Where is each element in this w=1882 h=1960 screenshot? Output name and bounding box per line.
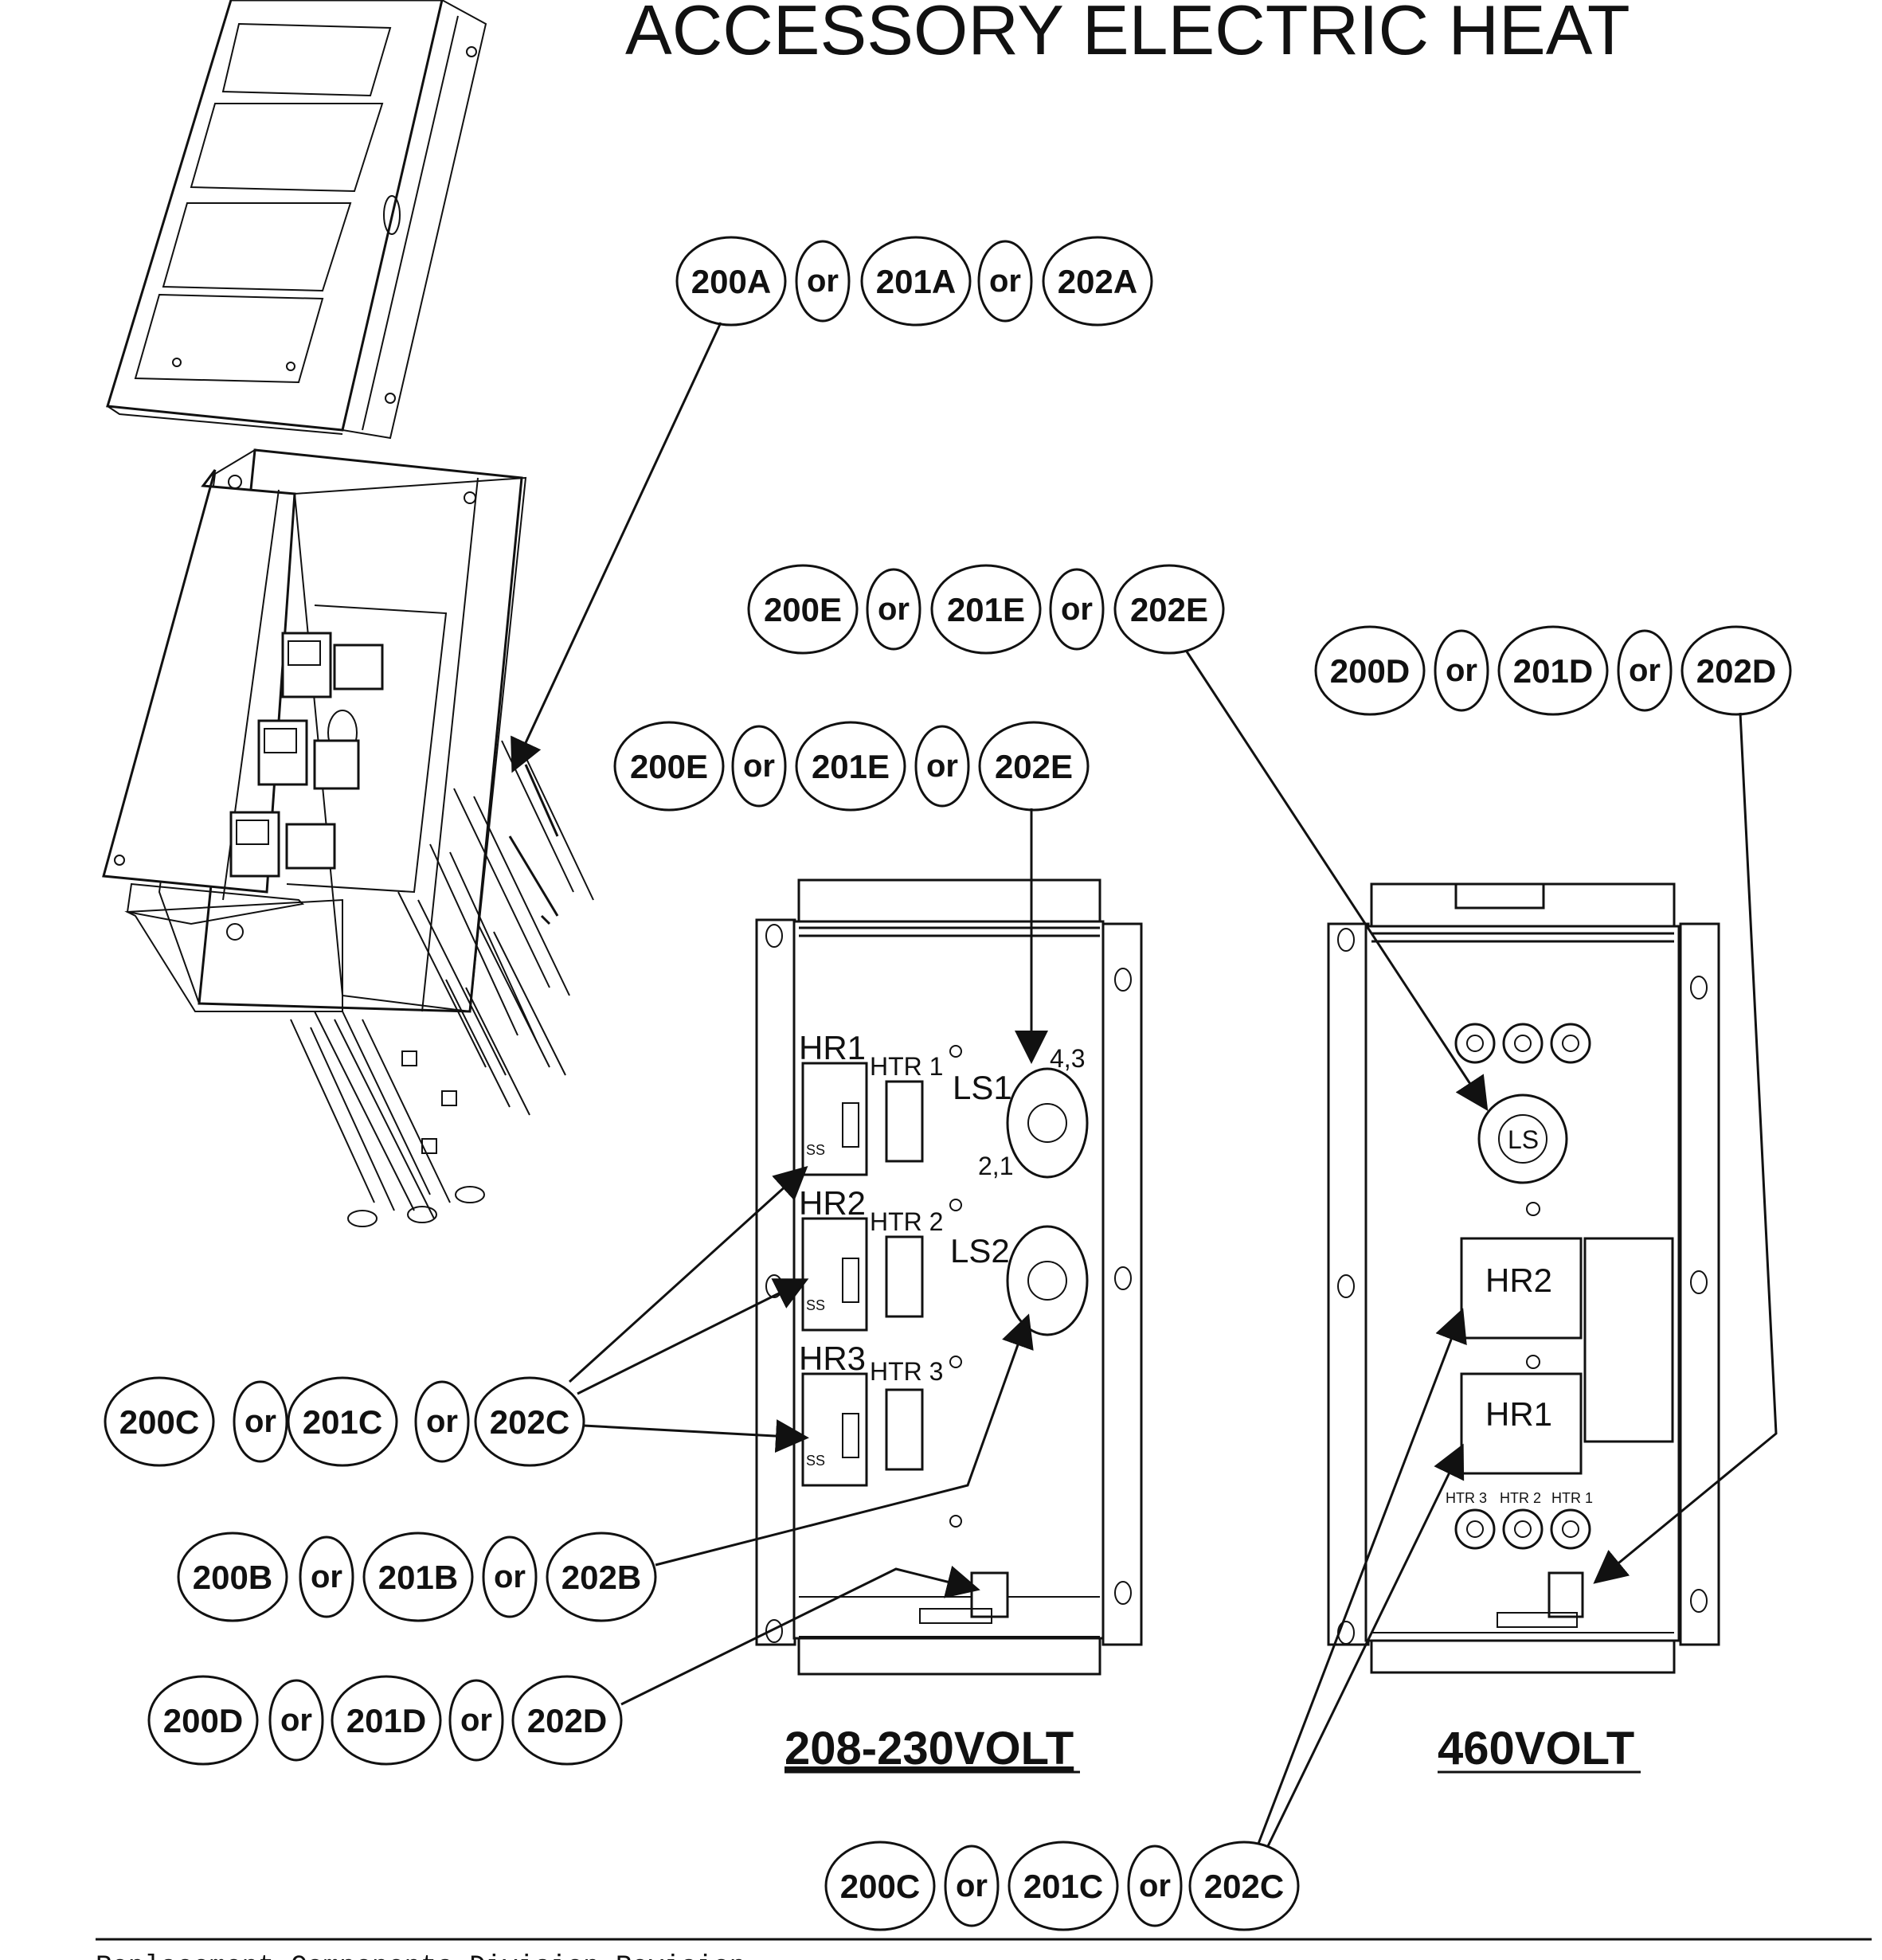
callout-200e: 200E xyxy=(764,591,842,628)
svg-text:SS: SS xyxy=(806,1297,825,1313)
callout-200b: 200B xyxy=(193,1559,272,1596)
callout-201d: 201D xyxy=(1513,652,1593,690)
or-label: or xyxy=(1446,653,1477,688)
ls1-switch xyxy=(1006,1067,1089,1179)
hr3-label: HR3 xyxy=(799,1340,866,1377)
htr2-label-460: HTR 2 xyxy=(1500,1490,1541,1506)
callout-201c: 201C xyxy=(303,1403,382,1441)
callout-group-a-top: 200A or 201A or 202A xyxy=(675,236,1153,327)
callout-202e: 202E xyxy=(995,748,1073,785)
or-label: or xyxy=(807,264,839,299)
or-label: or xyxy=(956,1868,988,1903)
or-label: or xyxy=(426,1404,458,1439)
ls1-label: LS1 xyxy=(953,1069,1012,1106)
or-label: or xyxy=(1629,653,1661,688)
or-label: or xyxy=(989,264,1021,299)
callout-group-e-right: 200E or 201E or 202E xyxy=(747,564,1225,655)
callout-group-e-left: 200E or 201E or 202E xyxy=(613,721,1090,812)
callout-202b: 202B xyxy=(561,1559,641,1596)
or-label: or xyxy=(311,1559,342,1594)
or-label: or xyxy=(245,1404,276,1439)
hr2-relay-460 xyxy=(1460,1237,1583,1340)
leader-lines xyxy=(511,322,1778,1847)
hr1-label: HR1 xyxy=(799,1029,866,1066)
hr2-label: HR2 xyxy=(799,1184,866,1222)
ls-label: LS xyxy=(1508,1125,1539,1154)
footer-text: Replacement Components Division Revision xyxy=(96,1952,745,1960)
ls2-label: LS2 xyxy=(950,1232,1010,1270)
callout-200c: 200C xyxy=(119,1403,199,1441)
or-label: or xyxy=(494,1559,526,1594)
hr3-relay xyxy=(801,1372,868,1487)
callout-201a: 201A xyxy=(876,263,956,300)
panel-208-230v: HR1 SS HR2 SS HR3 SS HTR 1 HTR 2 HTR 3 L… xyxy=(755,878,1143,1774)
ls-switch xyxy=(1477,1093,1568,1184)
hr1-relay-460 xyxy=(1460,1372,1583,1475)
or-label: or xyxy=(926,749,958,784)
svg-text:SS: SS xyxy=(806,1142,825,1158)
callout-202d: 202D xyxy=(527,1702,607,1739)
callout-200a: 200A xyxy=(691,263,771,300)
or-label: or xyxy=(460,1703,492,1738)
callout-201c: 201C xyxy=(1023,1868,1103,1905)
callout-group-d-left: 200D or 201D or 202D xyxy=(147,1675,623,1766)
voltage-label-460v: 460VOLT xyxy=(1438,1723,1634,1774)
htr3-label-460: HTR 3 xyxy=(1446,1490,1487,1506)
callout-group-d-right: 200D or 201D or 202D xyxy=(1314,625,1792,716)
callout-201d: 201D xyxy=(346,1702,426,1739)
hr1-relay xyxy=(801,1062,868,1176)
or-label: or xyxy=(1061,592,1093,627)
callout-200d: 200D xyxy=(1330,652,1410,690)
callout-202d: 202D xyxy=(1696,652,1776,690)
callout-group-c-left: 200C or 201C or 202C xyxy=(104,1376,585,1467)
callout-group-c-bottom: 200C or 201C or 202C xyxy=(824,1841,1300,1931)
hr1-label-460: HR1 xyxy=(1485,1395,1552,1433)
hr2-relay xyxy=(801,1217,868,1332)
htr1-label-460: HTR 1 xyxy=(1551,1490,1593,1506)
htr3-label: HTR 3 xyxy=(870,1357,943,1386)
callout-201b: 201B xyxy=(378,1559,458,1596)
callout-202c: 202C xyxy=(1204,1868,1284,1905)
heater-assembly-drawing xyxy=(102,0,594,1227)
or-label: or xyxy=(1139,1868,1171,1903)
hr2-label-460: HR2 xyxy=(1485,1262,1552,1299)
svg-text:SS: SS xyxy=(806,1453,825,1469)
callout-201e: 201E xyxy=(947,591,1025,628)
or-label: or xyxy=(280,1703,312,1738)
htr2-label: HTR 2 xyxy=(870,1207,943,1236)
heater-box xyxy=(102,448,527,1013)
callout-202c: 202C xyxy=(490,1403,569,1441)
terminal-block xyxy=(970,1571,1009,1618)
callout-202a: 202A xyxy=(1058,263,1137,300)
heater-coils xyxy=(290,740,594,1227)
or-label: or xyxy=(878,592,910,627)
callout-200d: 200D xyxy=(163,1702,243,1739)
callout-200c: 200C xyxy=(840,1868,920,1905)
ls2-switch xyxy=(1006,1225,1089,1336)
callout-201e: 201E xyxy=(812,748,890,785)
page-title: ACCESSORY ELECTRIC HEAT xyxy=(625,0,1630,69)
ls1-terminal-bottom: 2,1 xyxy=(978,1152,1013,1180)
panel-460v: LS HR2 HR1 HTR 3 HTR 2 HTR 1 460VOLT xyxy=(1327,882,1720,1774)
callout-202e: 202E xyxy=(1130,591,1208,628)
ls1-terminal-top: 4,3 xyxy=(1050,1044,1085,1073)
or-label: or xyxy=(743,749,775,784)
callout-group-b-left: 200B or 201B or 202B xyxy=(177,1532,657,1622)
top-cover xyxy=(106,0,487,440)
htr1-label: HTR 1 xyxy=(870,1052,943,1081)
callout-200e: 200E xyxy=(630,748,708,785)
voltage-label-208-230v: 208-230VOLT xyxy=(784,1723,1074,1774)
